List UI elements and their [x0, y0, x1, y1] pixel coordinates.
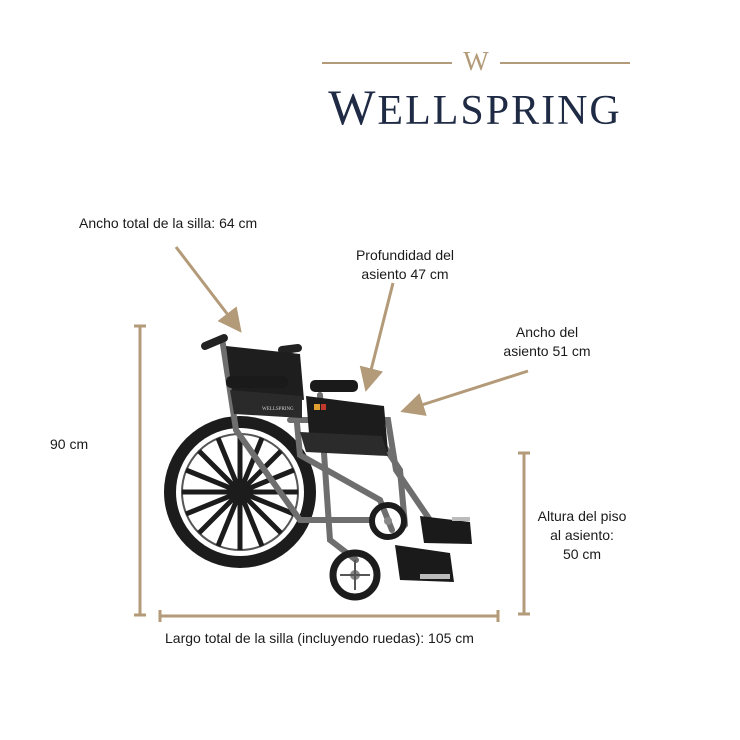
seat-width-label-line2: asiento 51 cm [503, 343, 591, 359]
front-caster-wheel [329, 549, 381, 601]
total-length-label: Largo total de la silla (incluyendo rued… [165, 630, 474, 646]
footrests [395, 516, 472, 582]
wheelchair-image: WELLSPRING [164, 334, 472, 601]
seat-height-label-line3: 50 cm [562, 546, 602, 562]
height-label: 90 cm [50, 436, 89, 452]
brand-name-initial: W [328, 79, 378, 135]
height-dimension-line [134, 324, 146, 617]
seat [300, 432, 388, 456]
seat-depth-label: Profundidad del asiento 47 cm [340, 246, 470, 284]
seat-height-label-line2: al asiento: [550, 527, 614, 543]
seat-height-label: Altura del piso al asiento: 50 cm [528, 507, 636, 564]
rear-caster-wheel [369, 502, 407, 540]
armrests [226, 376, 358, 392]
seat-height-label-line1: Altura del piso [537, 508, 627, 524]
warning-label-icon-2 [321, 404, 326, 410]
total-width-label: Ancho total de la silla: 64 cm [79, 215, 258, 231]
seat-width-label-line1: Ancho del [515, 324, 579, 340]
brand-name-rest: ELLSPRING [377, 88, 622, 134]
seat-height-dimension-line [518, 451, 530, 616]
pointer-arrows [174, 246, 529, 416]
seat-depth-label-line2: asiento 47 cm [361, 266, 449, 282]
warning-label-icon [314, 404, 320, 410]
rear-wheel [164, 416, 316, 568]
backrest-brand-text: WELLSPRING [262, 407, 294, 412]
seat-depth-label-line1: Profundidad del [355, 247, 455, 263]
push-handles [201, 334, 302, 354]
seat-depth-arrow [359, 282, 395, 392]
length-dimension-line [158, 610, 500, 622]
brand-name: WELLSPRING [300, 82, 650, 136]
total-width-arrow [174, 246, 242, 333]
seat-width-arrow [400, 369, 529, 416]
brand-rule-left [322, 62, 452, 64]
brand-rule-right [500, 62, 630, 64]
seat-width-label: Ancho del asiento 51 cm [492, 323, 602, 361]
brand-logo-mark: W [463, 46, 489, 76]
